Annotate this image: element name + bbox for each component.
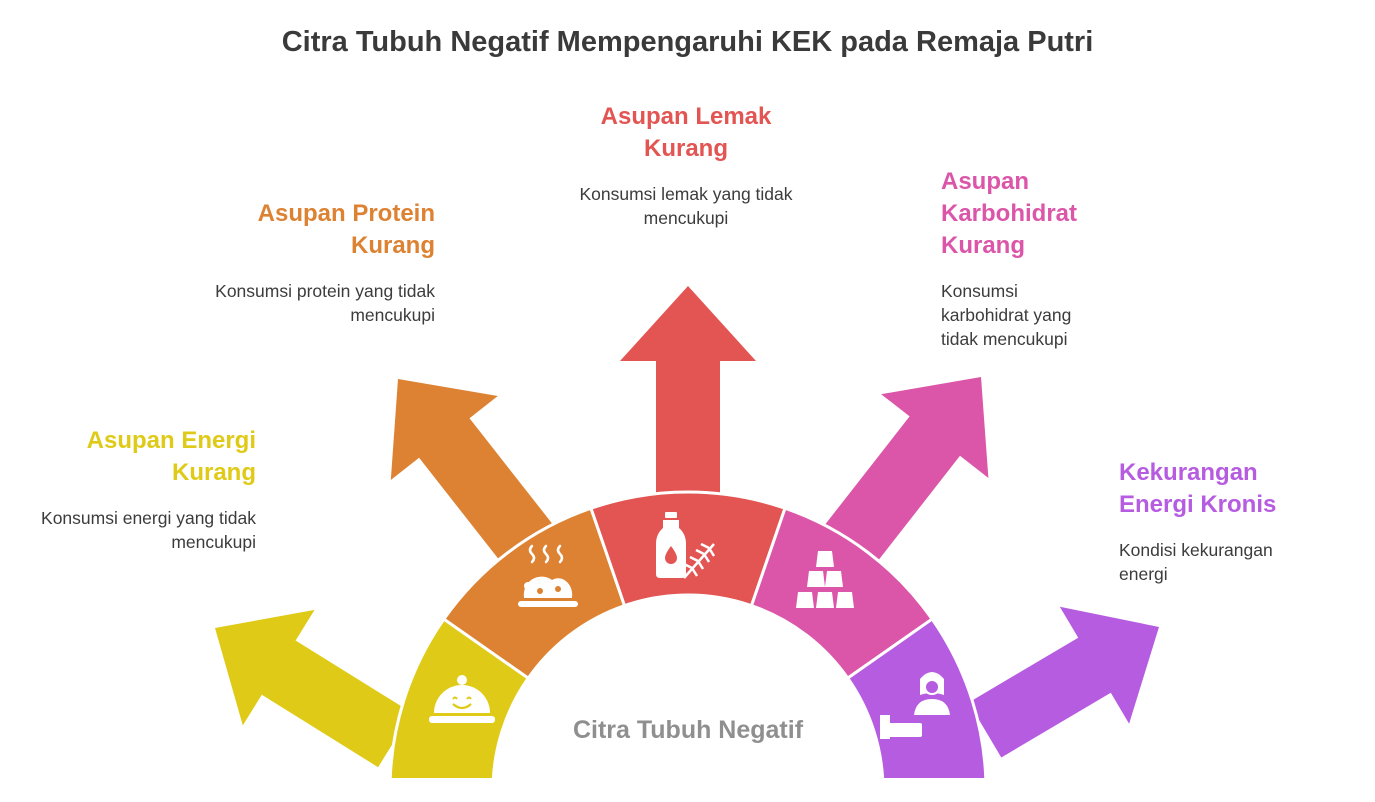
carb-title: Asupan Karbohidrat Kurang [941, 168, 1078, 259]
energy-description: Konsumsi energi yang tidak mencukupi [41, 508, 256, 552]
arrow-kek [968, 606, 1159, 758]
oil-bottle-herb-icon [656, 512, 716, 579]
protein-title: Asupan Protein Kurang [257, 200, 435, 259]
energy-title: Asupan Energi Kurang [86, 427, 256, 486]
arrow-energy [215, 609, 412, 768]
carb-description: Konsumsi karbohidrat yang tidak mencukup… [941, 281, 1072, 349]
hot-meal-plate-icon [518, 544, 578, 607]
food-cloche-icon [429, 675, 495, 723]
kek-description: Kondisi kekurangan energi [1119, 540, 1273, 584]
label-protein: Asupan Protein Kurang Konsumsi protein y… [208, 198, 435, 327]
kek-title: Kekurangan Energi Kronis [1119, 459, 1277, 518]
label-fat: Asupan Lemak Kurang Konsumsi lemak yang … [575, 101, 797, 230]
protein-description: Konsumsi protein yang tidak mencukupi [215, 281, 435, 325]
diagram-title: Citra Tubuh Negatif Mempengaruhi KEK pad… [281, 26, 1094, 58]
arrow-fat [620, 286, 756, 505]
fat-title: Asupan Lemak Kurang [600, 103, 772, 162]
sugar-cubes-icon [796, 551, 854, 608]
arrow-carb [812, 377, 989, 580]
arrow-protein [390, 379, 566, 580]
label-energy: Asupan Energi Kurang Konsumsi energi yan… [30, 425, 256, 554]
person-bed-icon [880, 672, 950, 739]
center-label: Citra Tubuh Negatif [572, 716, 804, 744]
label-carb: Asupan Karbohidrat Kurang Konsumsi karbo… [941, 166, 1106, 351]
fat-description: Konsumsi lemak yang tidak mencukupi [579, 184, 793, 228]
label-kek: Kekurangan Energi Kronis Kondisi kekuran… [1119, 457, 1319, 586]
